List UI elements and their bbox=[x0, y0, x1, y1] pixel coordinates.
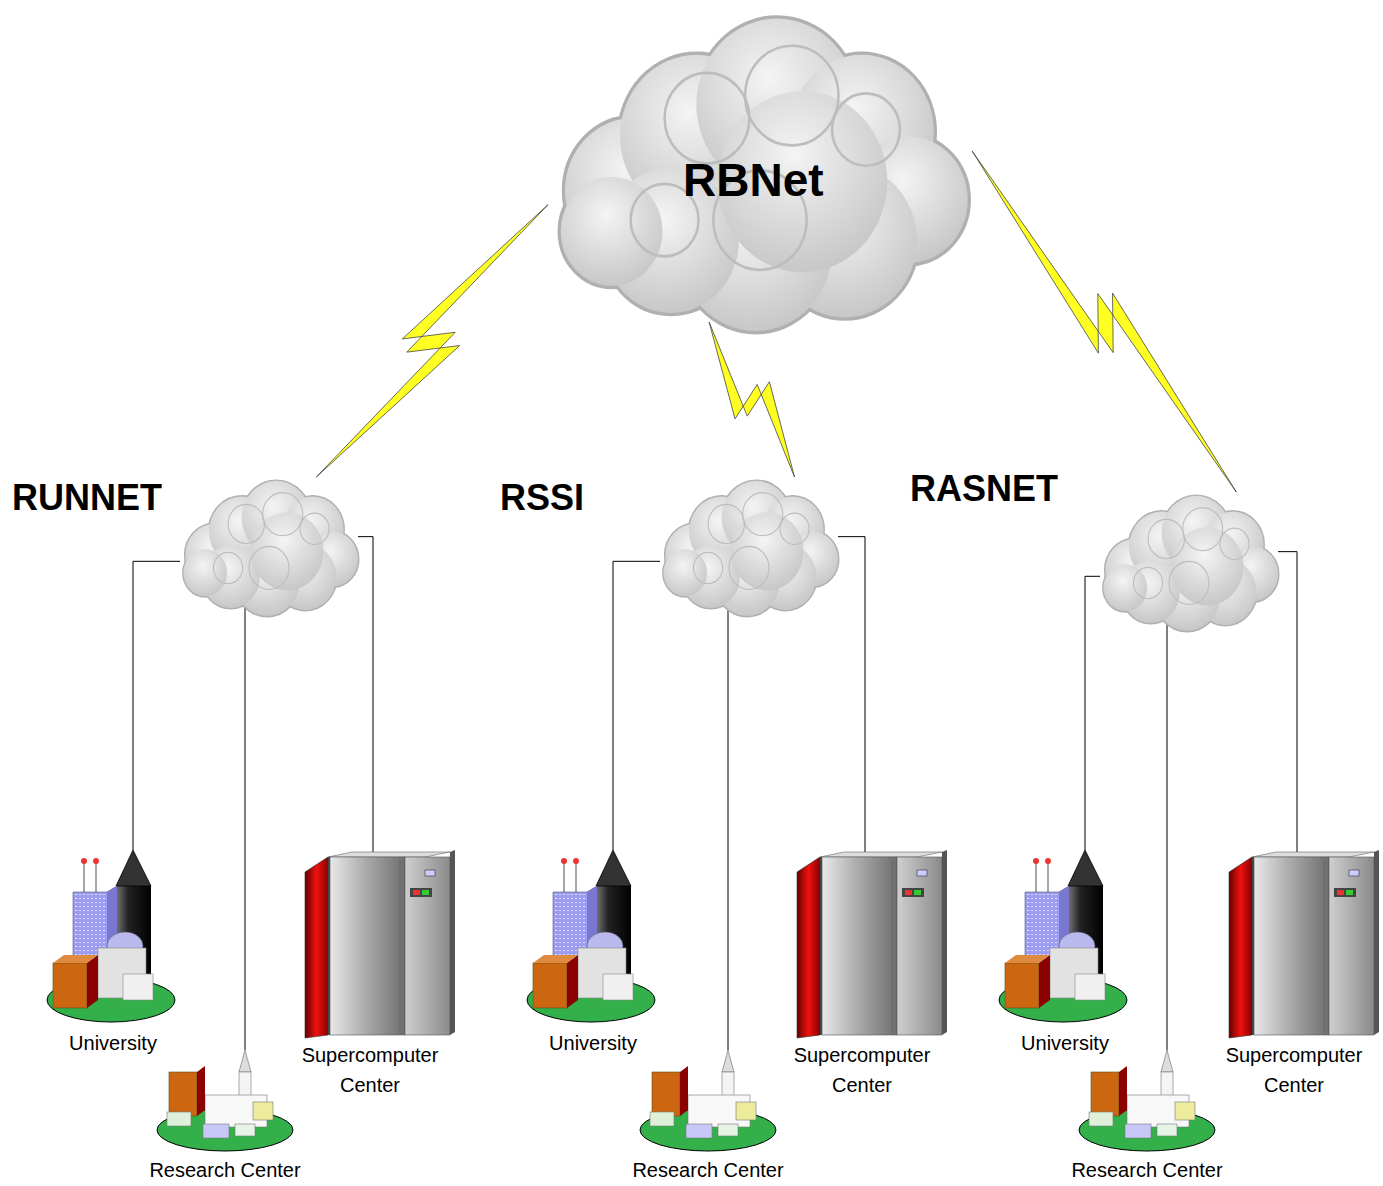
university-icon bbox=[523, 850, 663, 1025]
supercomputer-center-site: Supercomputer Center bbox=[792, 852, 952, 1102]
university-icon bbox=[995, 850, 1135, 1025]
research-center-site: Research Center bbox=[155, 1050, 295, 1180]
network-cloud: RUNNET bbox=[178, 475, 360, 612]
network-link bbox=[728, 604, 729, 1050]
supercomputer-center-site: Supercomputer Center bbox=[1224, 852, 1379, 1102]
cloud-shape bbox=[178, 475, 360, 612]
supercomputer-icon bbox=[792, 852, 952, 1042]
network-title: RBNet bbox=[683, 153, 824, 207]
lightning-link bbox=[972, 151, 1236, 492]
network-cloud: RSSI bbox=[658, 475, 840, 612]
network-link bbox=[838, 537, 865, 855]
site-caption: Research Center bbox=[125, 1155, 325, 1185]
research-center-icon bbox=[638, 1050, 778, 1155]
research-center-icon bbox=[155, 1050, 295, 1155]
research-center-site: Research Center bbox=[638, 1050, 778, 1180]
research-center-icon bbox=[1077, 1050, 1217, 1155]
network-link bbox=[245, 604, 246, 1050]
lightning-link bbox=[709, 322, 794, 477]
cloud-shape bbox=[658, 475, 840, 612]
site-caption: Research Center bbox=[608, 1155, 808, 1185]
network-link bbox=[1167, 619, 1168, 1050]
network-link bbox=[358, 537, 373, 855]
backbone-cloud: RBNet bbox=[548, 5, 972, 322]
site-caption: Supercomputer Center bbox=[290, 1040, 450, 1100]
cloud-shape bbox=[1098, 490, 1280, 627]
supercomputer-icon bbox=[1224, 852, 1383, 1042]
network-link bbox=[1085, 576, 1100, 850]
lightning-link bbox=[316, 205, 548, 477]
site-caption: University bbox=[523, 1028, 663, 1058]
site-caption: Research Center bbox=[1047, 1155, 1247, 1185]
site-caption: University bbox=[995, 1028, 1135, 1058]
research-center-site: Research Center bbox=[1077, 1050, 1217, 1180]
university-site: University bbox=[995, 850, 1135, 1055]
network-label: RUNNET bbox=[12, 477, 162, 519]
supercomputer-icon bbox=[300, 852, 460, 1042]
network-cloud: RASNET bbox=[1098, 490, 1280, 627]
supercomputer-center-site: Supercomputer Center bbox=[300, 852, 460, 1102]
network-label: RASNET bbox=[910, 468, 1058, 510]
network-link bbox=[133, 561, 180, 850]
site-caption: Supercomputer Center bbox=[782, 1040, 942, 1100]
university-icon bbox=[43, 850, 183, 1025]
site-caption: University bbox=[43, 1028, 183, 1058]
site-caption: Supercomputer Center bbox=[1219, 1040, 1369, 1100]
network-link bbox=[1278, 552, 1297, 855]
network-link bbox=[613, 561, 660, 850]
university-site: University bbox=[43, 850, 183, 1055]
network-label: RSSI bbox=[500, 477, 584, 519]
university-site: University bbox=[523, 850, 663, 1055]
